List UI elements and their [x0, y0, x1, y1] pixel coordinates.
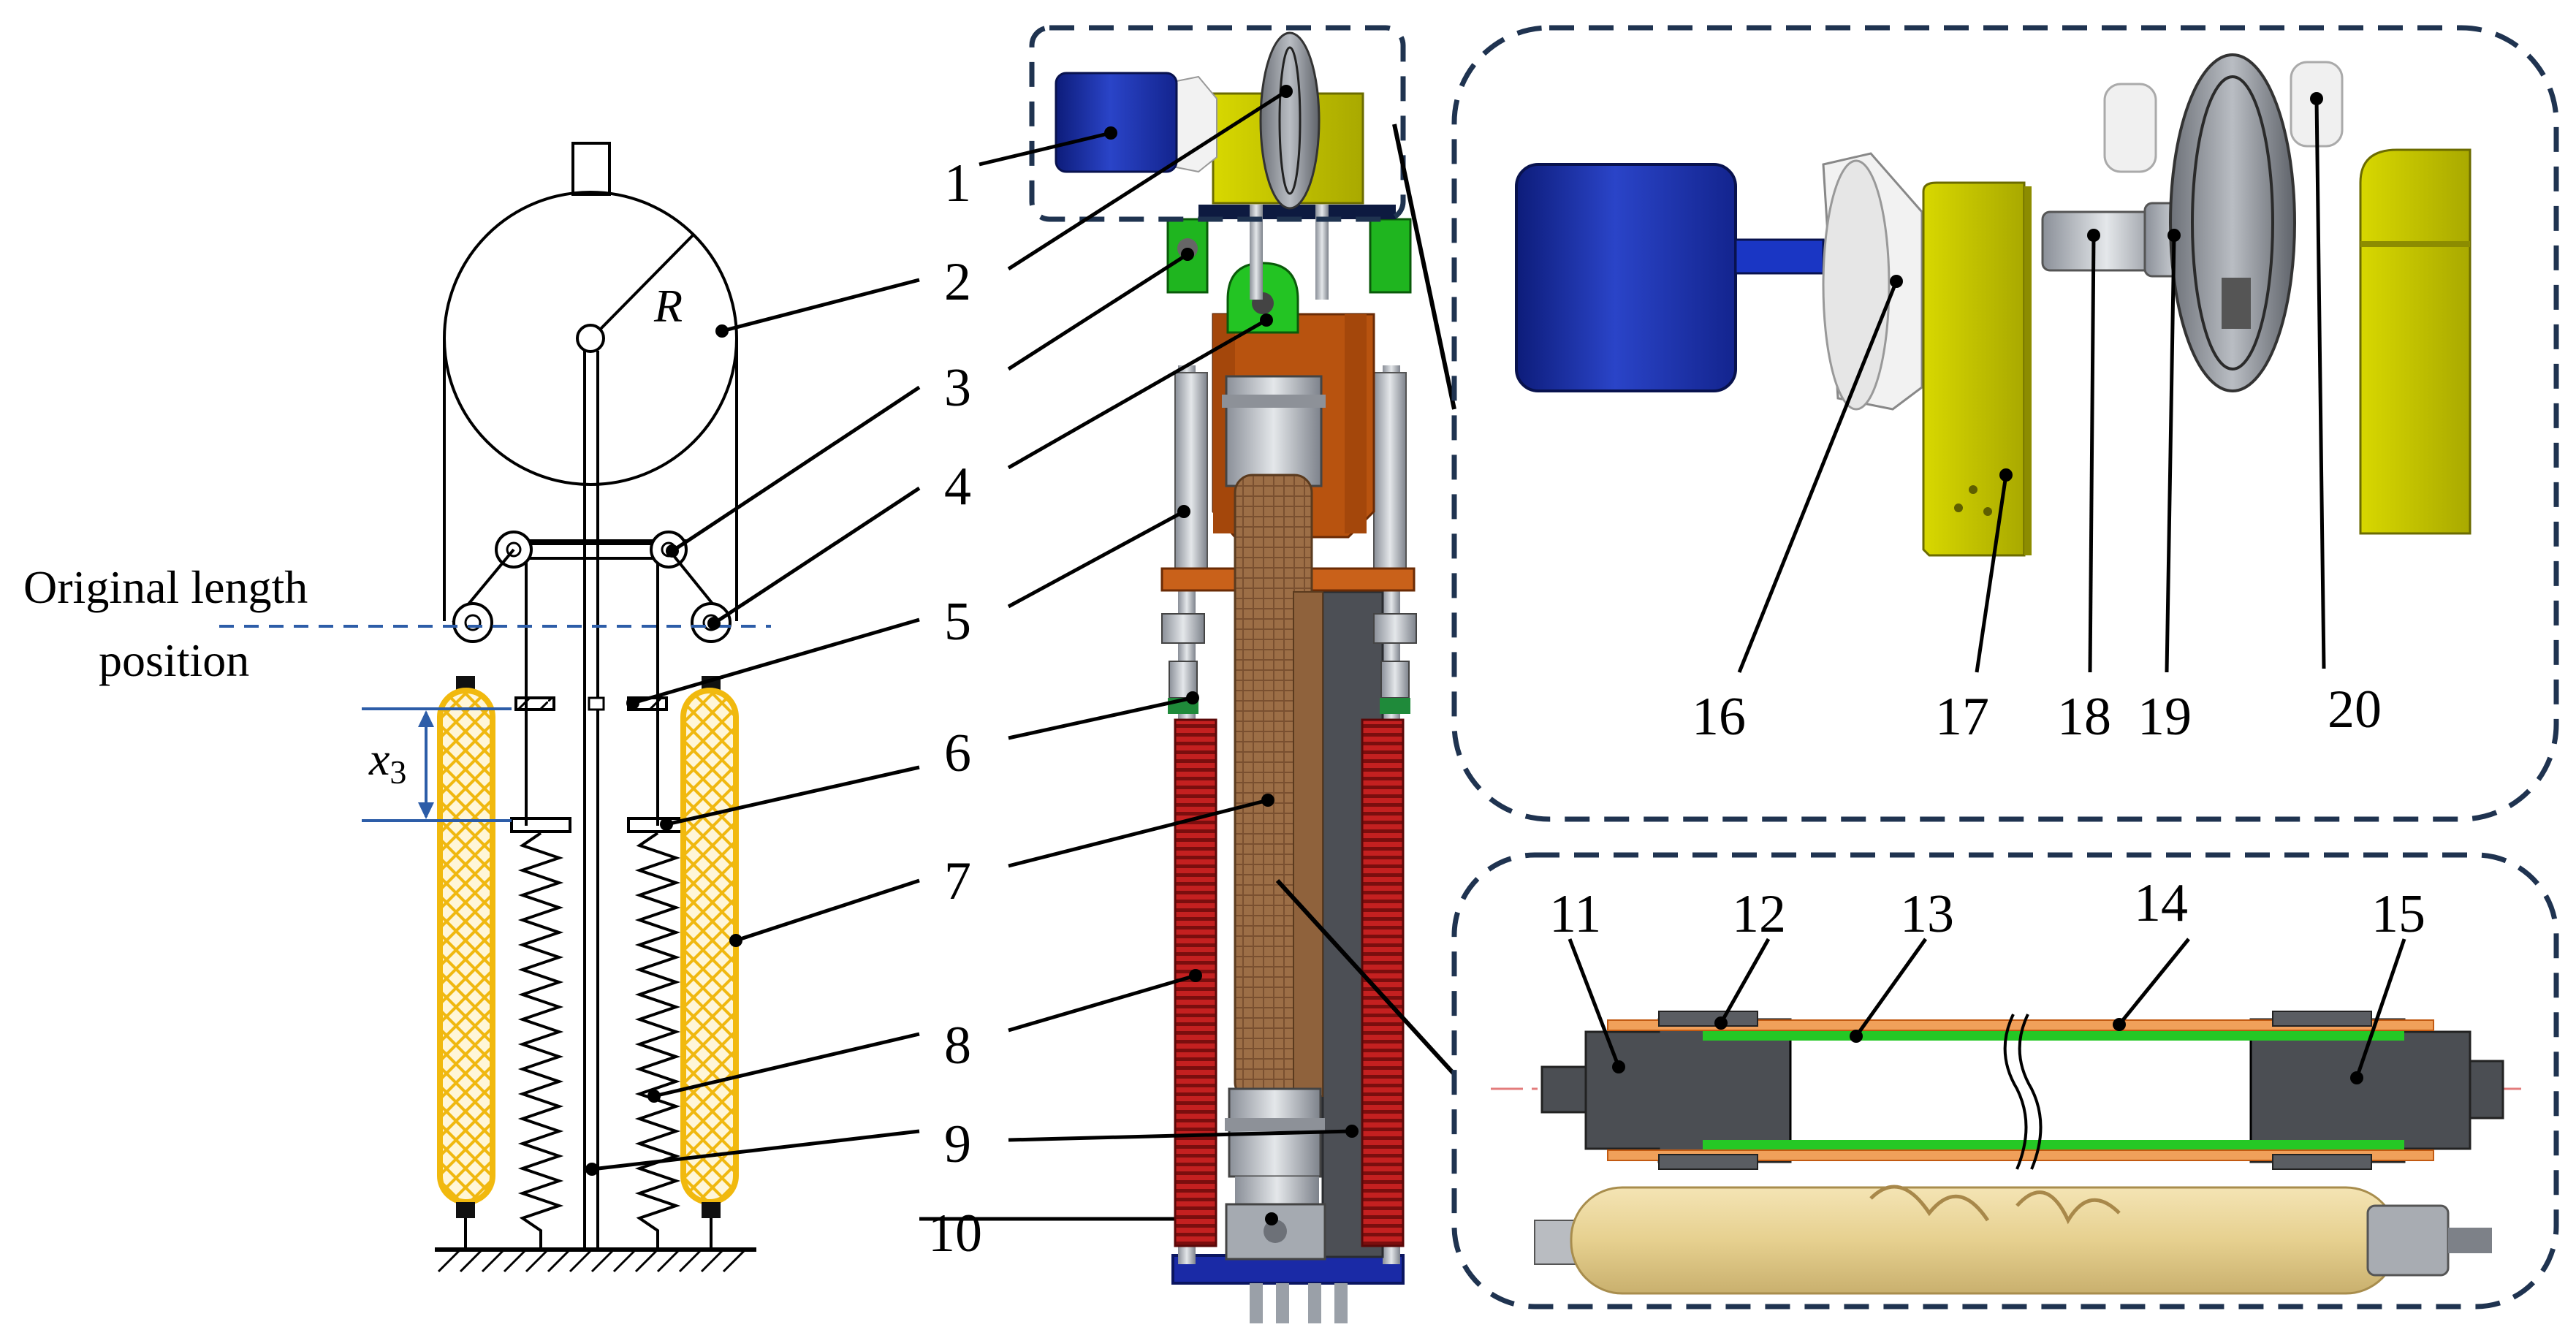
top-stub: [571, 142, 611, 196]
callout-6: 6: [944, 723, 971, 783]
spring-right: [634, 832, 681, 1250]
muscle-right: [680, 688, 739, 1205]
original-length-label-1: Original length: [23, 561, 308, 613]
lower-pulley-left: [452, 602, 493, 643]
callout-9: 9: [944, 1114, 971, 1174]
pulley-20: [2169, 53, 2296, 392]
callout-16: 16: [1692, 687, 1746, 747]
callout-2: 2: [944, 252, 971, 312]
washer-left: [2103, 83, 2157, 173]
top-motor: [1055, 72, 1178, 173]
bracket-right: [2359, 148, 2471, 535]
callout-8: 8: [944, 1016, 971, 1076]
callout-5: 5: [944, 592, 971, 652]
bracket-17: [1922, 181, 2026, 557]
top-pulley: [1259, 31, 1321, 210]
schematic-callouts: [585, 278, 1206, 1221]
radius-line: [598, 232, 696, 332]
exploded-view: [1515, 53, 2471, 557]
displacement-subscript: 3: [390, 753, 406, 791]
schematic: R Original length position x3: [23, 142, 771, 1273]
callout-1: 1: [944, 153, 971, 213]
callout-17: 17: [1935, 687, 1989, 747]
clamp-12: [1658, 1011, 1758, 1027]
muscle-photo: [1570, 1186, 2398, 1295]
callout-12: 12: [1732, 884, 1786, 944]
callout-18: 18: [2057, 687, 2111, 747]
callout-13: 13: [1900, 884, 1954, 944]
motor-detail-box: [1029, 25, 1406, 222]
callout-11: 11: [1549, 884, 1601, 944]
callout-14: 14: [2134, 873, 2188, 933]
callout-numbers: 1 2 3 4 5 6 7 8 9 10 11 12 13 14 15 16 1…: [928, 153, 2425, 1263]
section-view-panel: [1451, 852, 2559, 1310]
callout-7: 7: [944, 851, 971, 911]
callout-4: 4: [944, 457, 971, 517]
callout-19: 19: [2138, 687, 2192, 747]
cad-callouts: [979, 85, 1359, 1225]
exploded-callouts: [1737, 92, 2326, 673]
radius-label: R: [653, 280, 683, 332]
displacement-label: x3: [368, 733, 406, 791]
muscle-left: [437, 688, 495, 1205]
section-view: [1491, 1011, 2521, 1295]
coil-spring-left: [1174, 718, 1217, 1247]
callout-20: 20: [2328, 680, 2382, 740]
exploded-view-panel: [1451, 25, 2559, 822]
section-callouts: [1568, 938, 2406, 1084]
callout-3: 3: [944, 358, 971, 418]
green-mount-right: [1369, 218, 1412, 294]
spring-left: [517, 832, 564, 1250]
original-length-label-2: position: [99, 634, 249, 686]
exploded-motor: [1515, 163, 1737, 392]
cad-assembly: [1055, 31, 1417, 1323]
pulley-center: [576, 324, 605, 353]
callout-10: 10: [928, 1204, 982, 1263]
callout-15: 15: [2371, 884, 2425, 944]
